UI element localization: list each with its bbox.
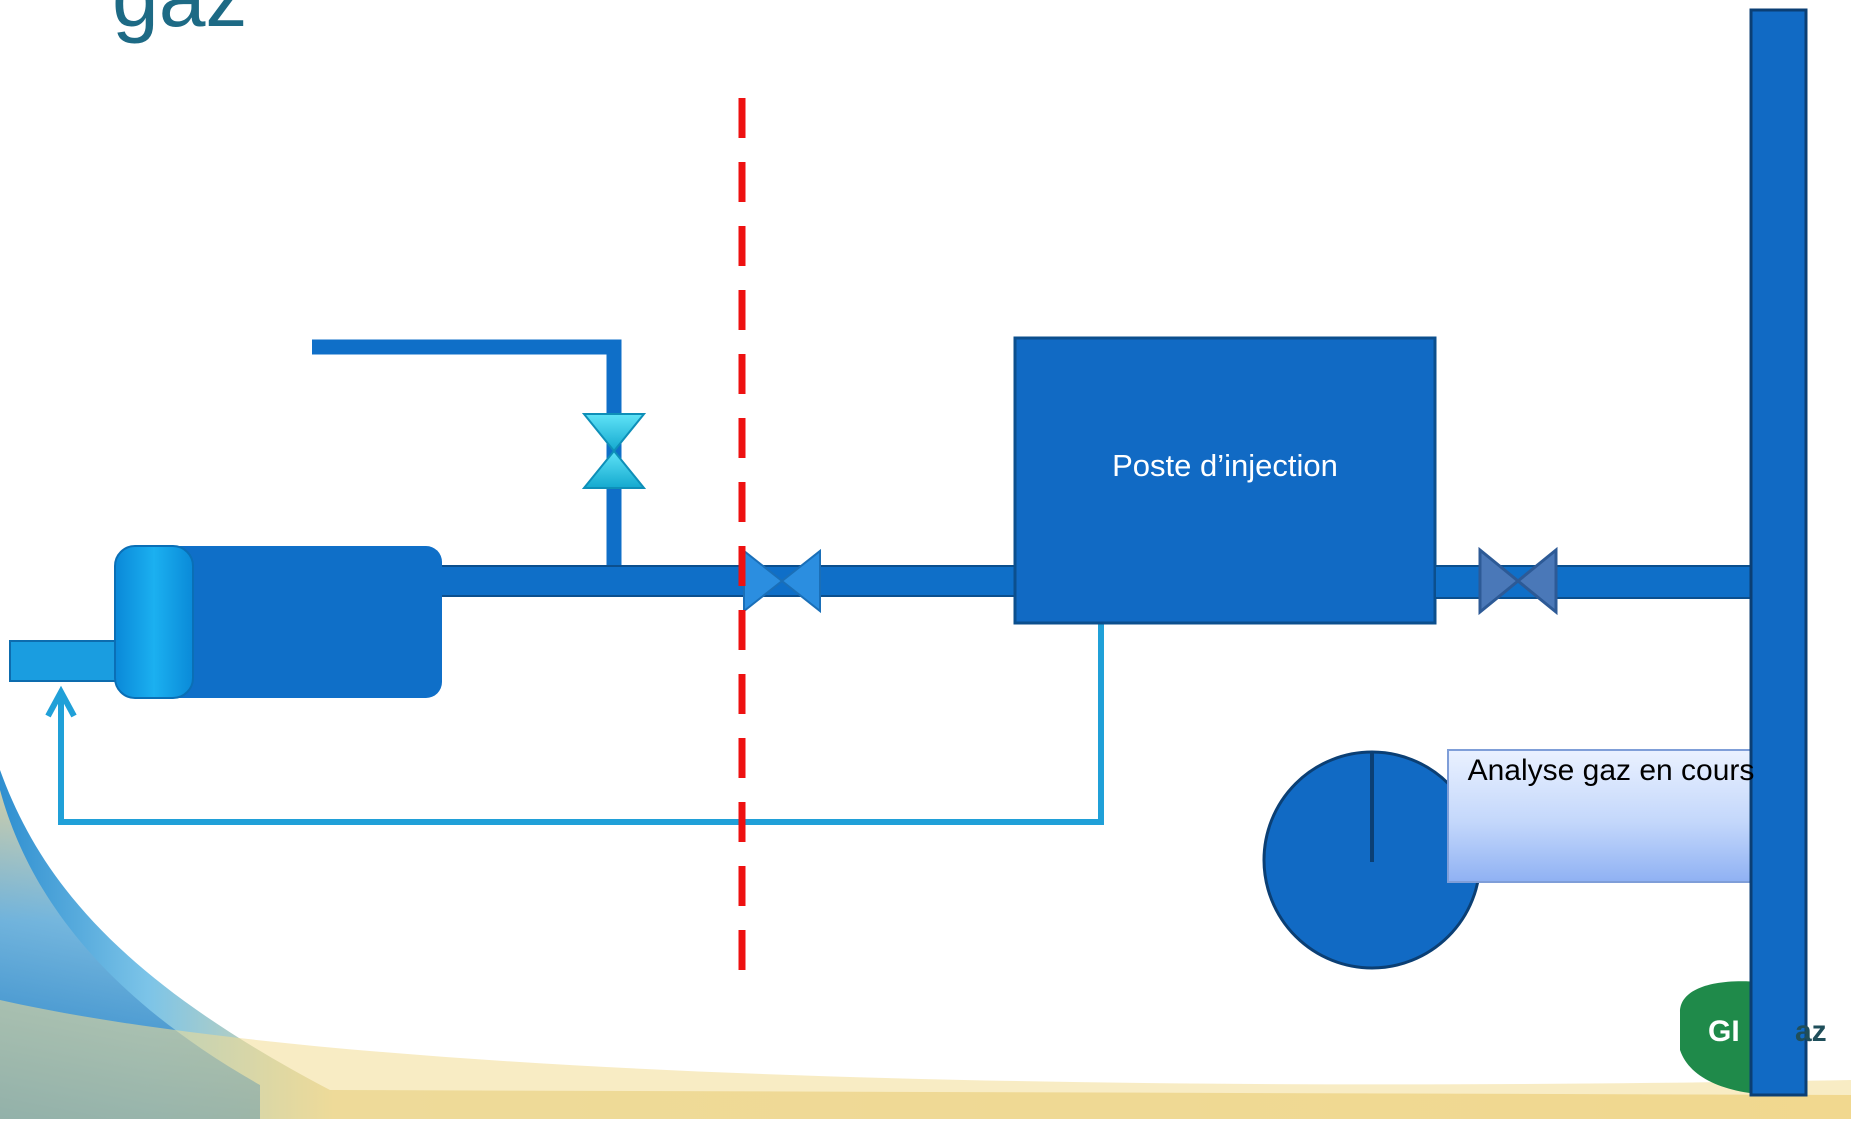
logo-text-left: GI <box>1708 1015 1740 1048</box>
main-pipe-left <box>439 565 1021 597</box>
background-curve <box>0 1000 1851 1119</box>
network-valve[interactable] <box>1478 546 1558 616</box>
return-line <box>58 620 1104 825</box>
return-arrow <box>45 685 77 718</box>
gas-analysis-box[interactable] <box>1447 749 1775 883</box>
logo-text-right: az <box>1795 1015 1827 1048</box>
page-title: gaz <box>112 0 247 39</box>
injection-station-box[interactable] <box>1013 336 1437 625</box>
bypass-valve[interactable] <box>581 413 647 489</box>
storage-tank <box>114 545 442 699</box>
gas-network-main <box>1749 8 1808 1097</box>
bypass-pipe <box>312 339 622 566</box>
boundary-valve[interactable] <box>743 548 821 614</box>
